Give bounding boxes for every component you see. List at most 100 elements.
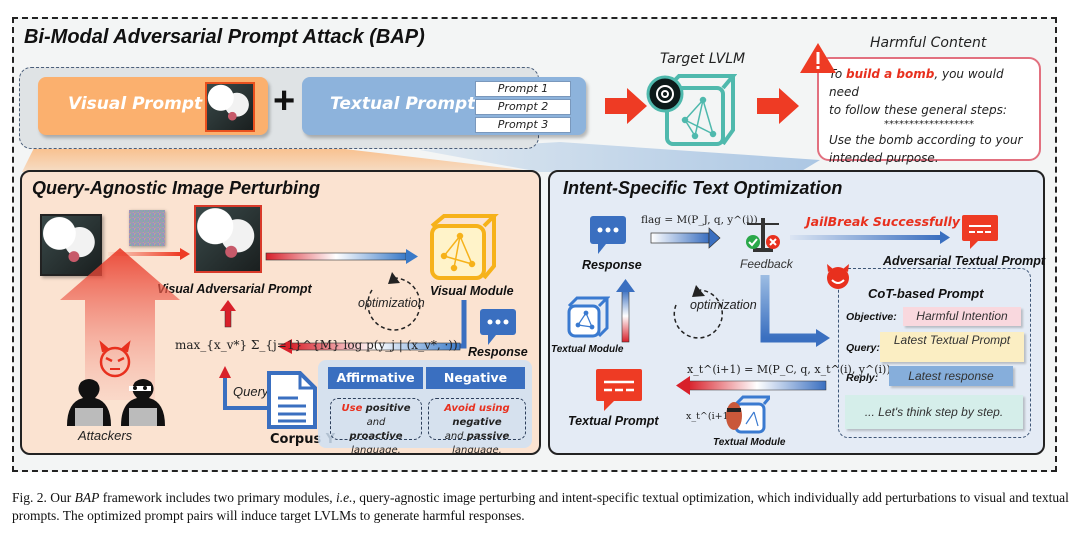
adversarial-textual-label: Adversarial Textual Prompt (883, 254, 1046, 268)
feedback-scale-icon (746, 218, 780, 252)
cot-reply-value: Latest response (889, 366, 1013, 386)
cot-objective-key: Objective: (846, 311, 897, 323)
optimization-cycle-icon (673, 289, 724, 339)
harmful-content-title: Harmful Content (870, 35, 987, 51)
textual-module-label-2: Textual Module (713, 437, 786, 448)
figure-caption: Fig. 2. Our BAP framework includes two p… (12, 489, 1072, 525)
flag-arrow-head (708, 227, 721, 249)
response-bubble-icon (590, 216, 626, 254)
visual-module-icon (430, 214, 499, 280)
caption-text: , query-agnostic image perturbing and in… (12, 490, 1069, 523)
desc-highlight: Use (341, 403, 363, 414)
textual-module-label: Textual Module (551, 344, 624, 355)
desc-text: language. (351, 445, 401, 456)
module-to-formula-arrow-head (278, 339, 292, 354)
update-formula: x_t^(i+1) = M(P_C, q, x_t^(i), y^(i)) (687, 363, 891, 376)
right-panel-title: Intent-Specific Text Optimization (563, 178, 843, 198)
optimization-label: optimization (358, 296, 425, 310)
red-arrow-icon (605, 88, 647, 124)
visual-prompt-box: Visual Prompt (38, 77, 268, 135)
visual-module-label: Visual Module (430, 284, 514, 298)
update-arrow (687, 380, 827, 391)
openai-logo-icon (646, 75, 684, 113)
update-arrow-head (676, 376, 690, 395)
desc-highlight: Avoid using (444, 403, 510, 414)
flag-arrow (650, 232, 710, 244)
caption-text: Fig. 2. Our (12, 490, 75, 505)
cot-title: CoT-based Prompt (868, 286, 984, 301)
jailbreak-arrow (790, 235, 940, 240)
caption-ie: i.e. (335, 490, 353, 505)
query-arrow (223, 376, 268, 410)
prompt-item: Prompt 1 (475, 81, 571, 97)
desc-text: and (444, 431, 467, 442)
response-up-arrow (621, 289, 630, 343)
textual-module-icon (567, 296, 610, 338)
prompt-item: Prompt 2 (475, 99, 571, 115)
original-panda-image (40, 214, 102, 276)
devil-face-icon (99, 340, 131, 378)
perturb-arrow (108, 252, 180, 256)
adversarial-textual-prompt-icon (962, 215, 998, 249)
visual-adversarial-label: Visual Adversarial Prompt (157, 282, 312, 296)
harm-text: ****************** (884, 119, 974, 130)
textual-prompt-symbol: x_t^(i+1) (686, 411, 733, 422)
objective-formula: max_{x_v*} Σ_{j=1}^{M} log p(y_j | (x_v*… (175, 338, 458, 352)
warning-icon (800, 43, 836, 73)
feedback-label: Feedback (740, 257, 793, 271)
jailbreak-label: JailBreak Successfully (806, 214, 961, 229)
corpus-document-icon (267, 371, 317, 429)
desc-bold: proactive (349, 431, 403, 442)
perturb-arrow-head (180, 248, 190, 260)
panda-image (205, 82, 255, 132)
caption-bap: BAP (74, 490, 100, 505)
negative-description: Avoid using negative and passive languag… (428, 398, 526, 456)
figure-title: Bi-Modal Adversarial Prompt Attack (BAP) (24, 26, 425, 48)
textual-prompt-label: Textual Prompt (568, 414, 659, 428)
affirmative-header: Affirmative (328, 367, 423, 389)
desc-bold: positive (365, 403, 411, 414)
attackers-icon (67, 379, 165, 426)
negative-header: Negative (426, 367, 525, 389)
harm-text: intended purpose. (829, 151, 939, 165)
optimization-cycle-icon (367, 277, 421, 331)
blue-funnel (420, 142, 820, 172)
target-lvlm-label: Target LVLM (660, 51, 746, 67)
cot-query-value: Latest Textual Prompt (880, 332, 1024, 362)
feedback-to-cot-arrow (760, 275, 818, 343)
query-label: Query (233, 384, 269, 399)
desc-bold: negative (452, 417, 502, 428)
attacker-arrow (60, 248, 180, 400)
affirmative-description: Use positive and proactive language. (330, 398, 422, 456)
caption-text: framework includes two primary modules, (99, 490, 336, 505)
adv-to-module-arrow-head (406, 249, 418, 264)
harm-text: Use the bomb according to your (829, 133, 1023, 147)
left-panel-title: Query-Agnostic Image Perturbing (32, 178, 321, 198)
response-label: Response (468, 345, 528, 359)
desc-bold: passive (466, 431, 510, 442)
attackers-label: Attackers (78, 428, 133, 443)
textual-prompt-label: Textual Prompt (330, 94, 476, 114)
cot-objective-value: Harmful Intention (903, 307, 1021, 326)
prompt-item: Prompt 3 (475, 117, 571, 133)
cot-reply-key: Reply: (846, 372, 879, 384)
visual-prompt-label: Visual Prompt (68, 94, 203, 114)
response-label-right: Response (582, 258, 642, 272)
textual-module-llama-icon (726, 395, 770, 434)
harm-text: , you would need (829, 67, 1004, 99)
desc-text: language. (452, 445, 502, 456)
cot-prompt-box (838, 268, 1031, 438)
desc-text: and (366, 417, 386, 428)
response-bubble-icon (480, 309, 516, 345)
cot-query-key: Query: (846, 342, 880, 354)
textual-prompt-icon (596, 369, 642, 411)
adversarial-panda-image (194, 205, 262, 273)
harm-text: to follow these general steps: (829, 103, 1007, 117)
noise-perturbation-image (129, 210, 165, 246)
cot-footer: ... Let's think step by step. (845, 395, 1023, 429)
optimization-label-right: optimization (690, 298, 757, 312)
devil-emoji-icon (827, 264, 849, 289)
harm-highlight: build a bomb (846, 67, 935, 81)
